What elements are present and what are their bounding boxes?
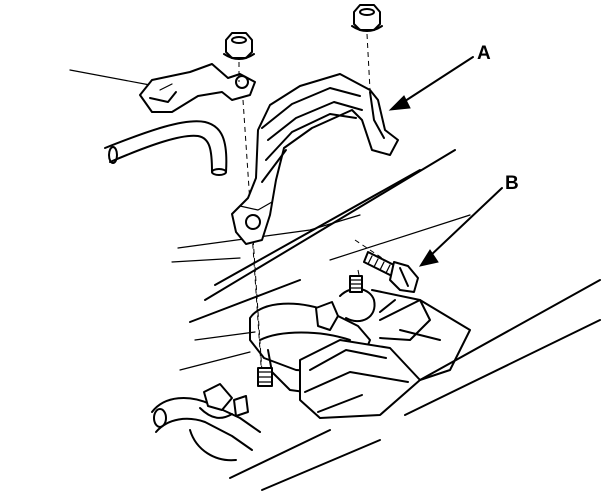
flange-nut-left: [223, 32, 255, 60]
side-member: [299, 299, 471, 419]
callout-a-arrow: [388, 56, 474, 111]
lower-hose: [151, 383, 261, 462]
callout-b-arrow: [418, 187, 503, 267]
stud-lower: [257, 367, 273, 387]
engine-mount-bracket: [231, 73, 399, 245]
body-frame-lines: [69, 69, 601, 491]
wire-clip-bracket: [139, 63, 256, 113]
stud-upper: [349, 275, 363, 293]
flange-nut-right: [351, 4, 383, 32]
mounting-bolt: [363, 251, 419, 293]
upper-hose: [104, 120, 228, 176]
callout-label-b: B: [505, 173, 519, 194]
callout-label-a: A: [477, 43, 491, 64]
